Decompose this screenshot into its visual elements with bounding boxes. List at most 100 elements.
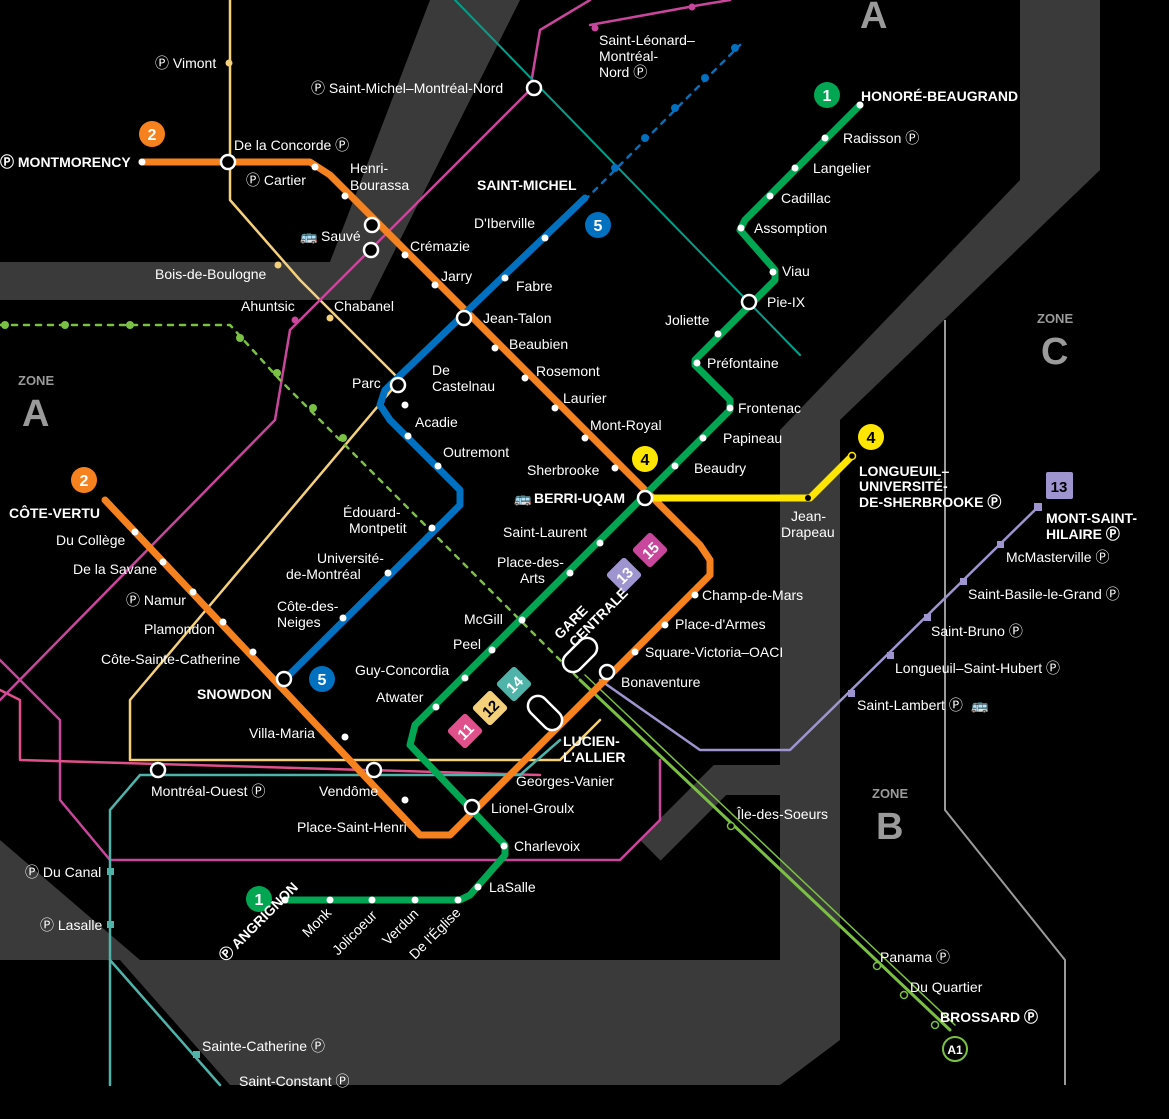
label-saint-michel[interactable]: SAINT-MICHEL (477, 177, 577, 193)
label-de-la-concorde[interactable]: De la Concorde Ⓟ (234, 137, 349, 153)
label-radisson[interactable]: Radisson Ⓟ (843, 130, 919, 146)
label-lasalle[interactable]: LaSalle (489, 879, 536, 895)
hub-pie-ix[interactable] (740, 293, 758, 311)
label-de-la-savane[interactable]: De la Savane (73, 561, 157, 577)
label-ahuntsic[interactable]: Ahuntsic (241, 298, 295, 314)
label-edouard-montpetit-2[interactable]: Montpetit (349, 520, 407, 536)
label-guy-concordia[interactable]: Guy-Concordia (355, 662, 449, 678)
hub-jean-talon[interactable] (455, 309, 473, 327)
label-saint-leonard-2[interactable]: Montréal- (599, 48, 658, 64)
label-square-victoria[interactable]: Square-Victoria–OACI (645, 644, 783, 660)
label-du-quartier[interactable]: Du Quartier (910, 979, 983, 995)
label-sauve[interactable]: Sauvé (321, 228, 361, 244)
label-mont-saint-hilaire-2[interactable]: HILAIRE Ⓟ (1046, 526, 1120, 542)
hub-saint-michel-montreal-nord[interactable] (525, 79, 543, 97)
label-saint-leonard-3[interactable]: Nord Ⓟ (599, 64, 647, 80)
label-snowdon[interactable]: SNOWDON (197, 686, 272, 702)
label-georges-vanier[interactable]: Georges-Vanier (516, 773, 614, 789)
hub-lucien-l-allier[interactable] (524, 692, 566, 734)
label-place-des-arts-1[interactable]: Place-des- (497, 554, 564, 570)
label-saint-leonard-1[interactable]: Saint-Léonard– (599, 32, 695, 48)
label-saint-laurent[interactable]: Saint-Laurent (503, 524, 587, 540)
label-peel[interactable]: Peel (453, 636, 481, 652)
label-villa-maria[interactable]: Villa-Maria (249, 725, 315, 741)
label-saint-michel-montreal-nord[interactable]: Ⓟ Saint-Michel–Montréal-Nord (311, 80, 503, 96)
label-beaubien[interactable]: Beaubien (509, 336, 568, 352)
label-mcmasterville[interactable]: McMasterville Ⓟ (1006, 549, 1109, 565)
label-sherbrooke[interactable]: Sherbrooke (527, 462, 600, 478)
hub-sauve-2[interactable] (362, 241, 380, 259)
label-joliette[interactable]: Joliette (665, 312, 710, 328)
label-fabre[interactable]: Fabre (516, 278, 553, 294)
label-pie-ix[interactable]: Pie-IX (767, 294, 806, 310)
label-henri-bourassa-1[interactable]: Henri- (350, 160, 388, 176)
label-cote-vertu[interactable]: CÔTE-VERTU (9, 504, 100, 521)
label-beaudry[interactable]: Beaudry (694, 460, 746, 476)
label-assomption[interactable]: Assomption (754, 220, 827, 236)
label-bois-de-boulogne[interactable]: Bois-de-Boulogne (155, 266, 267, 282)
label-longueuil-saint-hubert[interactable]: Longueuil–Saint-Hubert Ⓟ (895, 660, 1060, 676)
label-mont-saint-hilaire-1[interactable]: MONT-SAINT- (1046, 510, 1137, 526)
label-cote-des-neiges-2[interactable]: Neiges (277, 614, 321, 630)
label-de-castelnau-2[interactable]: Castelnau (432, 378, 495, 394)
label-laurier[interactable]: Laurier (563, 390, 607, 406)
label-saint-bruno[interactable]: Saint-Bruno Ⓟ (931, 623, 1023, 639)
label-longueuil-3[interactable]: DE-SHERBROOKE Ⓟ (859, 494, 1001, 510)
label-place-saint-henri[interactable]: Place-Saint-Henri (297, 819, 407, 835)
label-du-canal[interactable]: Ⓟ Du Canal (25, 864, 101, 880)
label-langelier[interactable]: Langelier (813, 160, 871, 176)
label-saint-lambert[interactable]: Saint-Lambert Ⓟ (857, 697, 963, 713)
label-vimont[interactable]: Ⓟ Vimont (155, 55, 216, 71)
label-cote-des-neiges-1[interactable]: Côte-des- (277, 598, 339, 614)
hub-parc[interactable] (389, 376, 407, 394)
label-cremazie[interactable]: Crémazie (410, 238, 470, 254)
label-acadie[interactable]: Acadie (415, 414, 458, 430)
label-berri-uqam[interactable]: BERRI-UQAM (534, 490, 625, 506)
label-panama[interactable]: Panama Ⓟ (880, 949, 950, 965)
label-place-d-armes[interactable]: Place-d'Armes (675, 616, 766, 632)
label-vendome[interactable]: Vendôme (319, 783, 378, 799)
label-lucien-l-allier-2[interactable]: L'ALLIER (563, 749, 625, 765)
label-lucien-l-allier-1[interactable]: LUCIEN- (563, 733, 620, 749)
hub-gare-centrale[interactable] (559, 634, 601, 676)
label-du-college[interactable]: Du Collège (56, 532, 125, 548)
label-papineau[interactable]: Papineau (723, 430, 782, 446)
hub-lionel-groulx[interactable] (463, 798, 481, 816)
label-prefontaine[interactable]: Préfontaine (707, 355, 779, 371)
label-de-castelnau-1[interactable]: De (432, 362, 450, 378)
label-frontenac[interactable]: Frontenac (738, 400, 801, 416)
label-plamondon[interactable]: Plamondon (144, 621, 215, 637)
label-mcgill[interactable]: McGill (464, 611, 503, 627)
label-brossard[interactable]: BROSSARD Ⓟ (940, 1009, 1038, 1025)
label-longueuil-2[interactable]: UNIVERSITÉ- (859, 478, 948, 494)
label-honore-beaugrand[interactable]: HONORÉ-BEAUGRAND (861, 88, 1018, 104)
label-cartier[interactable]: Ⓟ Cartier (246, 172, 306, 188)
label-jean-talon[interactable]: Jean-Talon (483, 310, 552, 326)
label-universite-2[interactable]: de-Montréal (286, 566, 361, 582)
label-lionel-groulx[interactable]: Lionel-Groulx (491, 800, 574, 816)
label-universite-1[interactable]: Université- (317, 550, 384, 566)
label-cadillac[interactable]: Cadillac (781, 190, 831, 206)
label-montreal-ouest[interactable]: Montréal-Ouest Ⓟ (151, 783, 265, 799)
label-rosemont[interactable]: Rosemont (536, 363, 600, 379)
label-ile-des-soeurs[interactable]: Île-des-Soeurs (736, 806, 828, 822)
label-mont-royal[interactable]: Mont-Royal (590, 417, 662, 433)
hub-snowdon[interactable] (275, 670, 293, 688)
label-jarry[interactable]: Jarry (441, 268, 472, 284)
label-jean-drapeau-1[interactable]: Jean- (791, 508, 826, 524)
hub-de-la-concorde[interactable] (219, 153, 237, 171)
label-edouard-montpetit-1[interactable]: Édouard- (343, 504, 401, 520)
label-namur[interactable]: Ⓟ Namur (126, 592, 186, 608)
label-montmorency[interactable]: Ⓟ MONTMORENCY (0, 154, 131, 170)
label-parc[interactable]: Parc (352, 375, 381, 391)
label-saint-constant[interactable]: Saint-Constant Ⓟ (239, 1073, 350, 1089)
label-charlevoix[interactable]: Charlevoix (514, 838, 580, 854)
label-d-iberville[interactable]: D'Iberville (474, 215, 535, 231)
label-saint-basile[interactable]: Saint-Basile-le-Grand Ⓟ (968, 586, 1120, 602)
label-viau[interactable]: Viau (782, 263, 810, 279)
label-henri-bourassa-2[interactable]: Bourassa (350, 177, 409, 193)
hub-vendome[interactable] (365, 761, 383, 779)
label-place-des-arts-2[interactable]: Arts (520, 570, 545, 586)
label-longueuil-1[interactable]: LONGUEUIL– (859, 463, 949, 479)
hub-montreal-ouest[interactable] (149, 761, 167, 779)
